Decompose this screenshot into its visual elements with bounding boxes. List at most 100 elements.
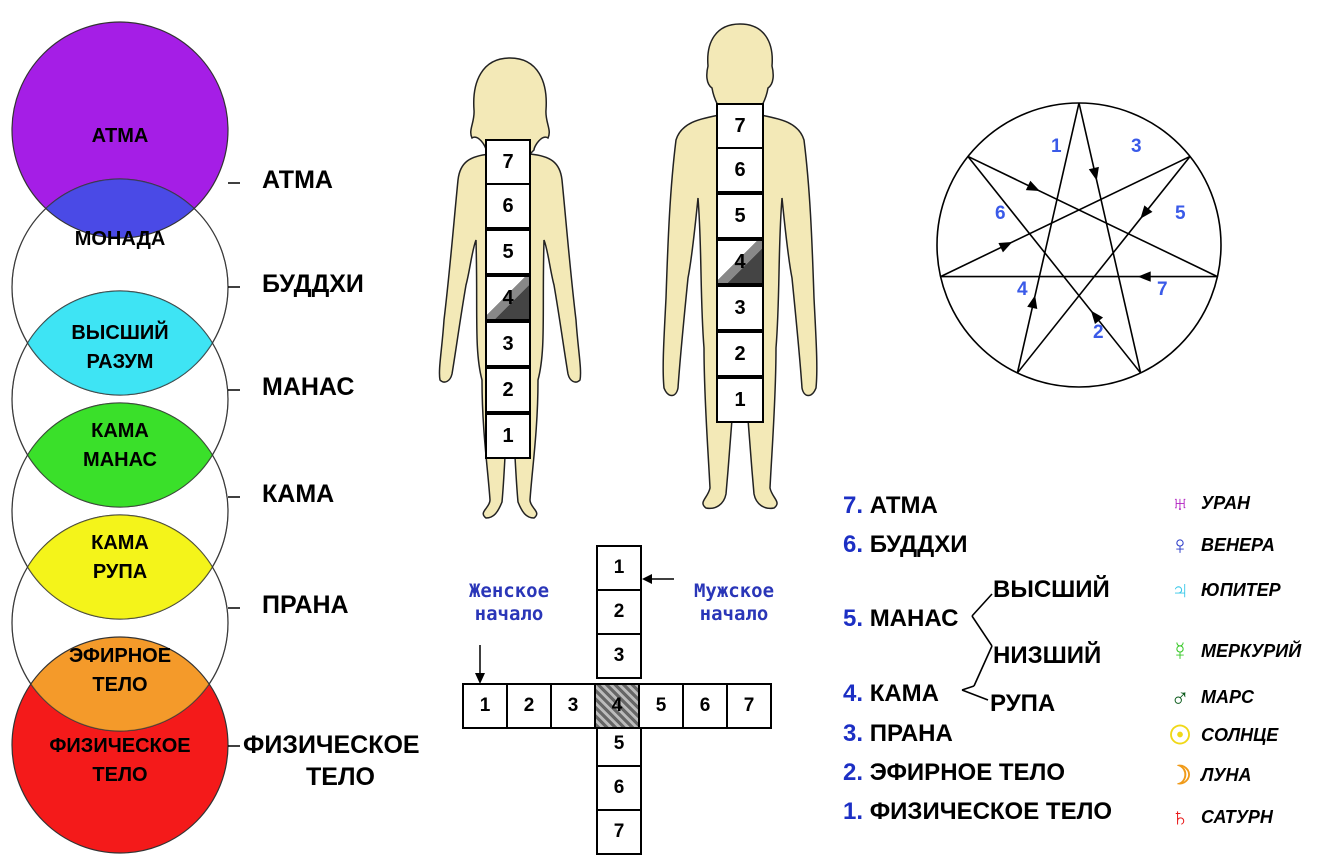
legend-atma: 7. АТМА xyxy=(843,492,938,519)
star-line-7 xyxy=(967,155,1218,278)
principle-arrows xyxy=(475,574,674,684)
column-cell-5: 5 xyxy=(716,193,764,239)
circle-atma xyxy=(12,22,228,238)
legend-prana: 3. ПРАНА xyxy=(843,720,953,747)
cross-vertical-cell-7: 7 xyxy=(596,809,642,855)
bodies-circles-diagram: АТМА МОНАДА ВЫСШИЙ РАЗУМ КАМА МАНАС КАМА… xyxy=(11,21,240,854)
column-cell-1: 1 xyxy=(485,413,531,459)
column-cell-2: 2 xyxy=(485,367,531,413)
circle-label-etheric-2: ТЕЛО xyxy=(92,674,147,696)
planet-name: СОЛНЦЕ xyxy=(1201,725,1279,745)
plane-label-buddhi: БУДДХИ xyxy=(262,270,364,298)
planet-symbol-icon: ☉ xyxy=(1168,720,1192,750)
column-cell-6: 6 xyxy=(485,183,531,229)
legend-buddhi: 6. БУДДХИ xyxy=(843,531,968,558)
planet-symbol-icon: ☽ xyxy=(1168,760,1192,790)
planet-name: МЕРКУРИЙ xyxy=(1201,641,1302,661)
column-cell-7: 7 xyxy=(485,139,531,185)
circle-label-kama-manas-1: КАМА xyxy=(91,420,149,442)
star-line-4 xyxy=(967,155,1142,374)
star-arrow-5 xyxy=(1027,295,1038,310)
planet-symbol-icon: ♃ xyxy=(1170,575,1190,605)
cross-vertical-cell-3: 3 xyxy=(596,633,642,679)
star-outer-circle xyxy=(936,102,1222,388)
plane-label-kama: КАМА xyxy=(262,480,335,508)
circle-label-kama-rupa-2: РУПА xyxy=(93,561,147,583)
column-cell-7: 7 xyxy=(716,103,764,149)
cross-horizontal-cell-3: 3 xyxy=(550,683,596,729)
legend-manas: 5. МАНАС xyxy=(843,605,959,632)
column-cell-4: 4 xyxy=(716,239,764,285)
planet-row: ♂МАРС xyxy=(1165,682,1254,713)
star-number-2: 2 xyxy=(1093,322,1104,343)
star-line-2 xyxy=(1016,155,1191,374)
planet-name: ВЕНЕРА xyxy=(1201,535,1275,555)
legend-lower: НИЗШИЙ xyxy=(993,642,1102,669)
lens-etheric xyxy=(12,637,228,731)
star-line-1 xyxy=(1078,102,1142,374)
circle-label-physical-2: ТЕЛО xyxy=(92,764,147,786)
circle-label-kama-rupa-1: КАМА xyxy=(91,532,149,554)
planet-row: ☉ СОЛНЦЕ xyxy=(1165,720,1278,751)
legend-branch-lines xyxy=(961,593,993,701)
cross-horizontal-cell-7: 7 xyxy=(726,683,772,729)
planet-name: ЮПИТЕР xyxy=(1201,580,1281,600)
planet-row: ♄ САТУРН xyxy=(1165,802,1273,833)
star-arrow-2 xyxy=(1140,205,1153,219)
column-cell-1: 1 xyxy=(716,377,764,423)
legend-physical: 1. ФИЗИЧЕСКОЕ ТЕЛО xyxy=(843,798,1113,825)
plane-label-physical-2: ТЕЛО xyxy=(306,763,375,791)
star-line-6 xyxy=(940,155,1191,278)
circle-label-kama-manas-2: МАНАС xyxy=(83,449,157,471)
planet-row: ☿ МЕРКУРИЙ xyxy=(1165,636,1301,667)
star-number-1: 1 xyxy=(1051,136,1062,157)
planet-list: ♅УРАН ♀ ВЕНЕРА ♃ ЮПИТЕР ☿ МЕРКУРИЙ ♂МАРС ☉ СОЛНЦЕ… xyxy=(1165,480,1325,840)
plane-label-atma: АТМА xyxy=(262,166,333,194)
circle-label-atma: АТМА xyxy=(92,125,149,147)
star-number-3: 3 xyxy=(1131,136,1142,157)
plane-label-manas: МАНАС xyxy=(262,373,355,401)
star-number-4: 4 xyxy=(1017,279,1028,300)
column-cell-5: 5 xyxy=(485,229,531,275)
planet-row: ♅УРАН xyxy=(1165,488,1250,519)
circle-label-etheric-1: ЭФИРНОЕ xyxy=(69,645,171,667)
planet-symbol-icon: ♄ xyxy=(1170,802,1190,832)
planet-symbol-icon: ☿ xyxy=(1170,636,1190,666)
plane-label-prana: ПРАНА xyxy=(262,591,349,619)
column-cell-3: 3 xyxy=(485,321,531,367)
star-number-6: 6 xyxy=(995,203,1006,224)
cross-vertical-cell-6: 6 xyxy=(596,765,642,811)
circle-label-higher-1: ВЫСШИЙ xyxy=(71,320,168,344)
column-cell-3: 3 xyxy=(716,285,764,331)
planet-name: ЛУНА xyxy=(1201,765,1252,785)
planet-row: ♃ ЮПИТЕР xyxy=(1165,575,1281,606)
column-cell-4: 4 xyxy=(485,275,531,321)
column-cell-6: 6 xyxy=(716,147,764,193)
star-arrow-7 xyxy=(1025,180,1040,192)
legend-etheric: 2. ЭФИРНОЕ ТЕЛО xyxy=(843,759,1066,786)
circle-label-monada: МОНАДА xyxy=(75,228,166,250)
planet-name: МАРС xyxy=(1201,687,1254,707)
cross-vertical-cell-2: 2 xyxy=(596,589,642,635)
star-arrow-4 xyxy=(1090,310,1104,324)
legend-higher: ВЫСШИЙ xyxy=(993,576,1110,603)
planet-name: УРАН xyxy=(1201,493,1251,513)
legend-kama: 4. КАМА xyxy=(843,680,939,707)
star-arrow-1 xyxy=(1088,166,1099,181)
plane-label-physical-1: ФИЗИЧЕСКОЕ xyxy=(243,731,420,759)
star-arrow-6 xyxy=(998,242,1013,253)
column-cell-2: 2 xyxy=(716,331,764,377)
legend-rupa: РУПА xyxy=(990,690,1056,717)
circle-label-higher-2: РАЗУМ xyxy=(87,351,154,373)
planet-name: САТУРН xyxy=(1201,807,1273,827)
star-number-7: 7 xyxy=(1157,279,1168,300)
planet-symbol-icon: ♀ xyxy=(1170,530,1190,560)
planet-row: ☽ ЛУНА xyxy=(1165,760,1252,791)
